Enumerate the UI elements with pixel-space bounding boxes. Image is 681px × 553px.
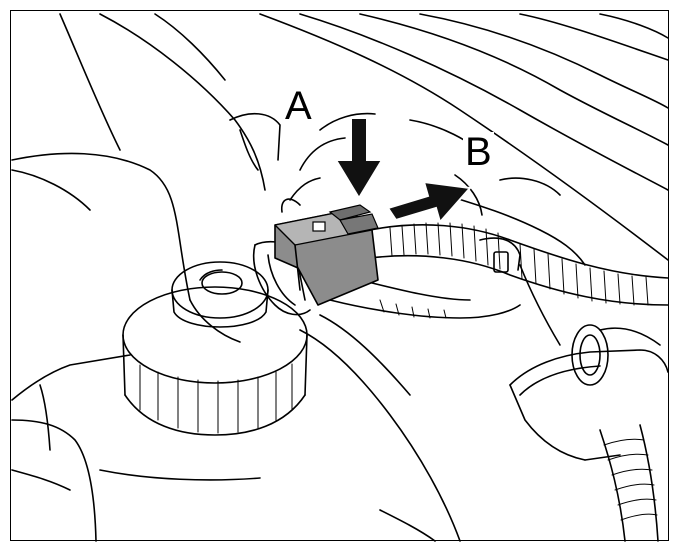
- lower-hose: [599, 424, 659, 542]
- engine-bay-outlines: [11, 13, 669, 343]
- callout-label-a: A: [283, 84, 314, 128]
- electrical-connector: [274, 198, 379, 306]
- secondary-connector: [509, 324, 669, 461]
- wiring-harness: [329, 222, 669, 346]
- arrow-b-pull-out: [386, 180, 472, 225]
- fluid-reservoir: [11, 314, 461, 542]
- callout-label-b: B: [463, 130, 494, 174]
- reservoir-cap: [122, 261, 308, 436]
- harness-corrugation: [379, 222, 649, 319]
- arrow-a-press-down: [334, 117, 384, 200]
- cap-ribs: [139, 363, 293, 434]
